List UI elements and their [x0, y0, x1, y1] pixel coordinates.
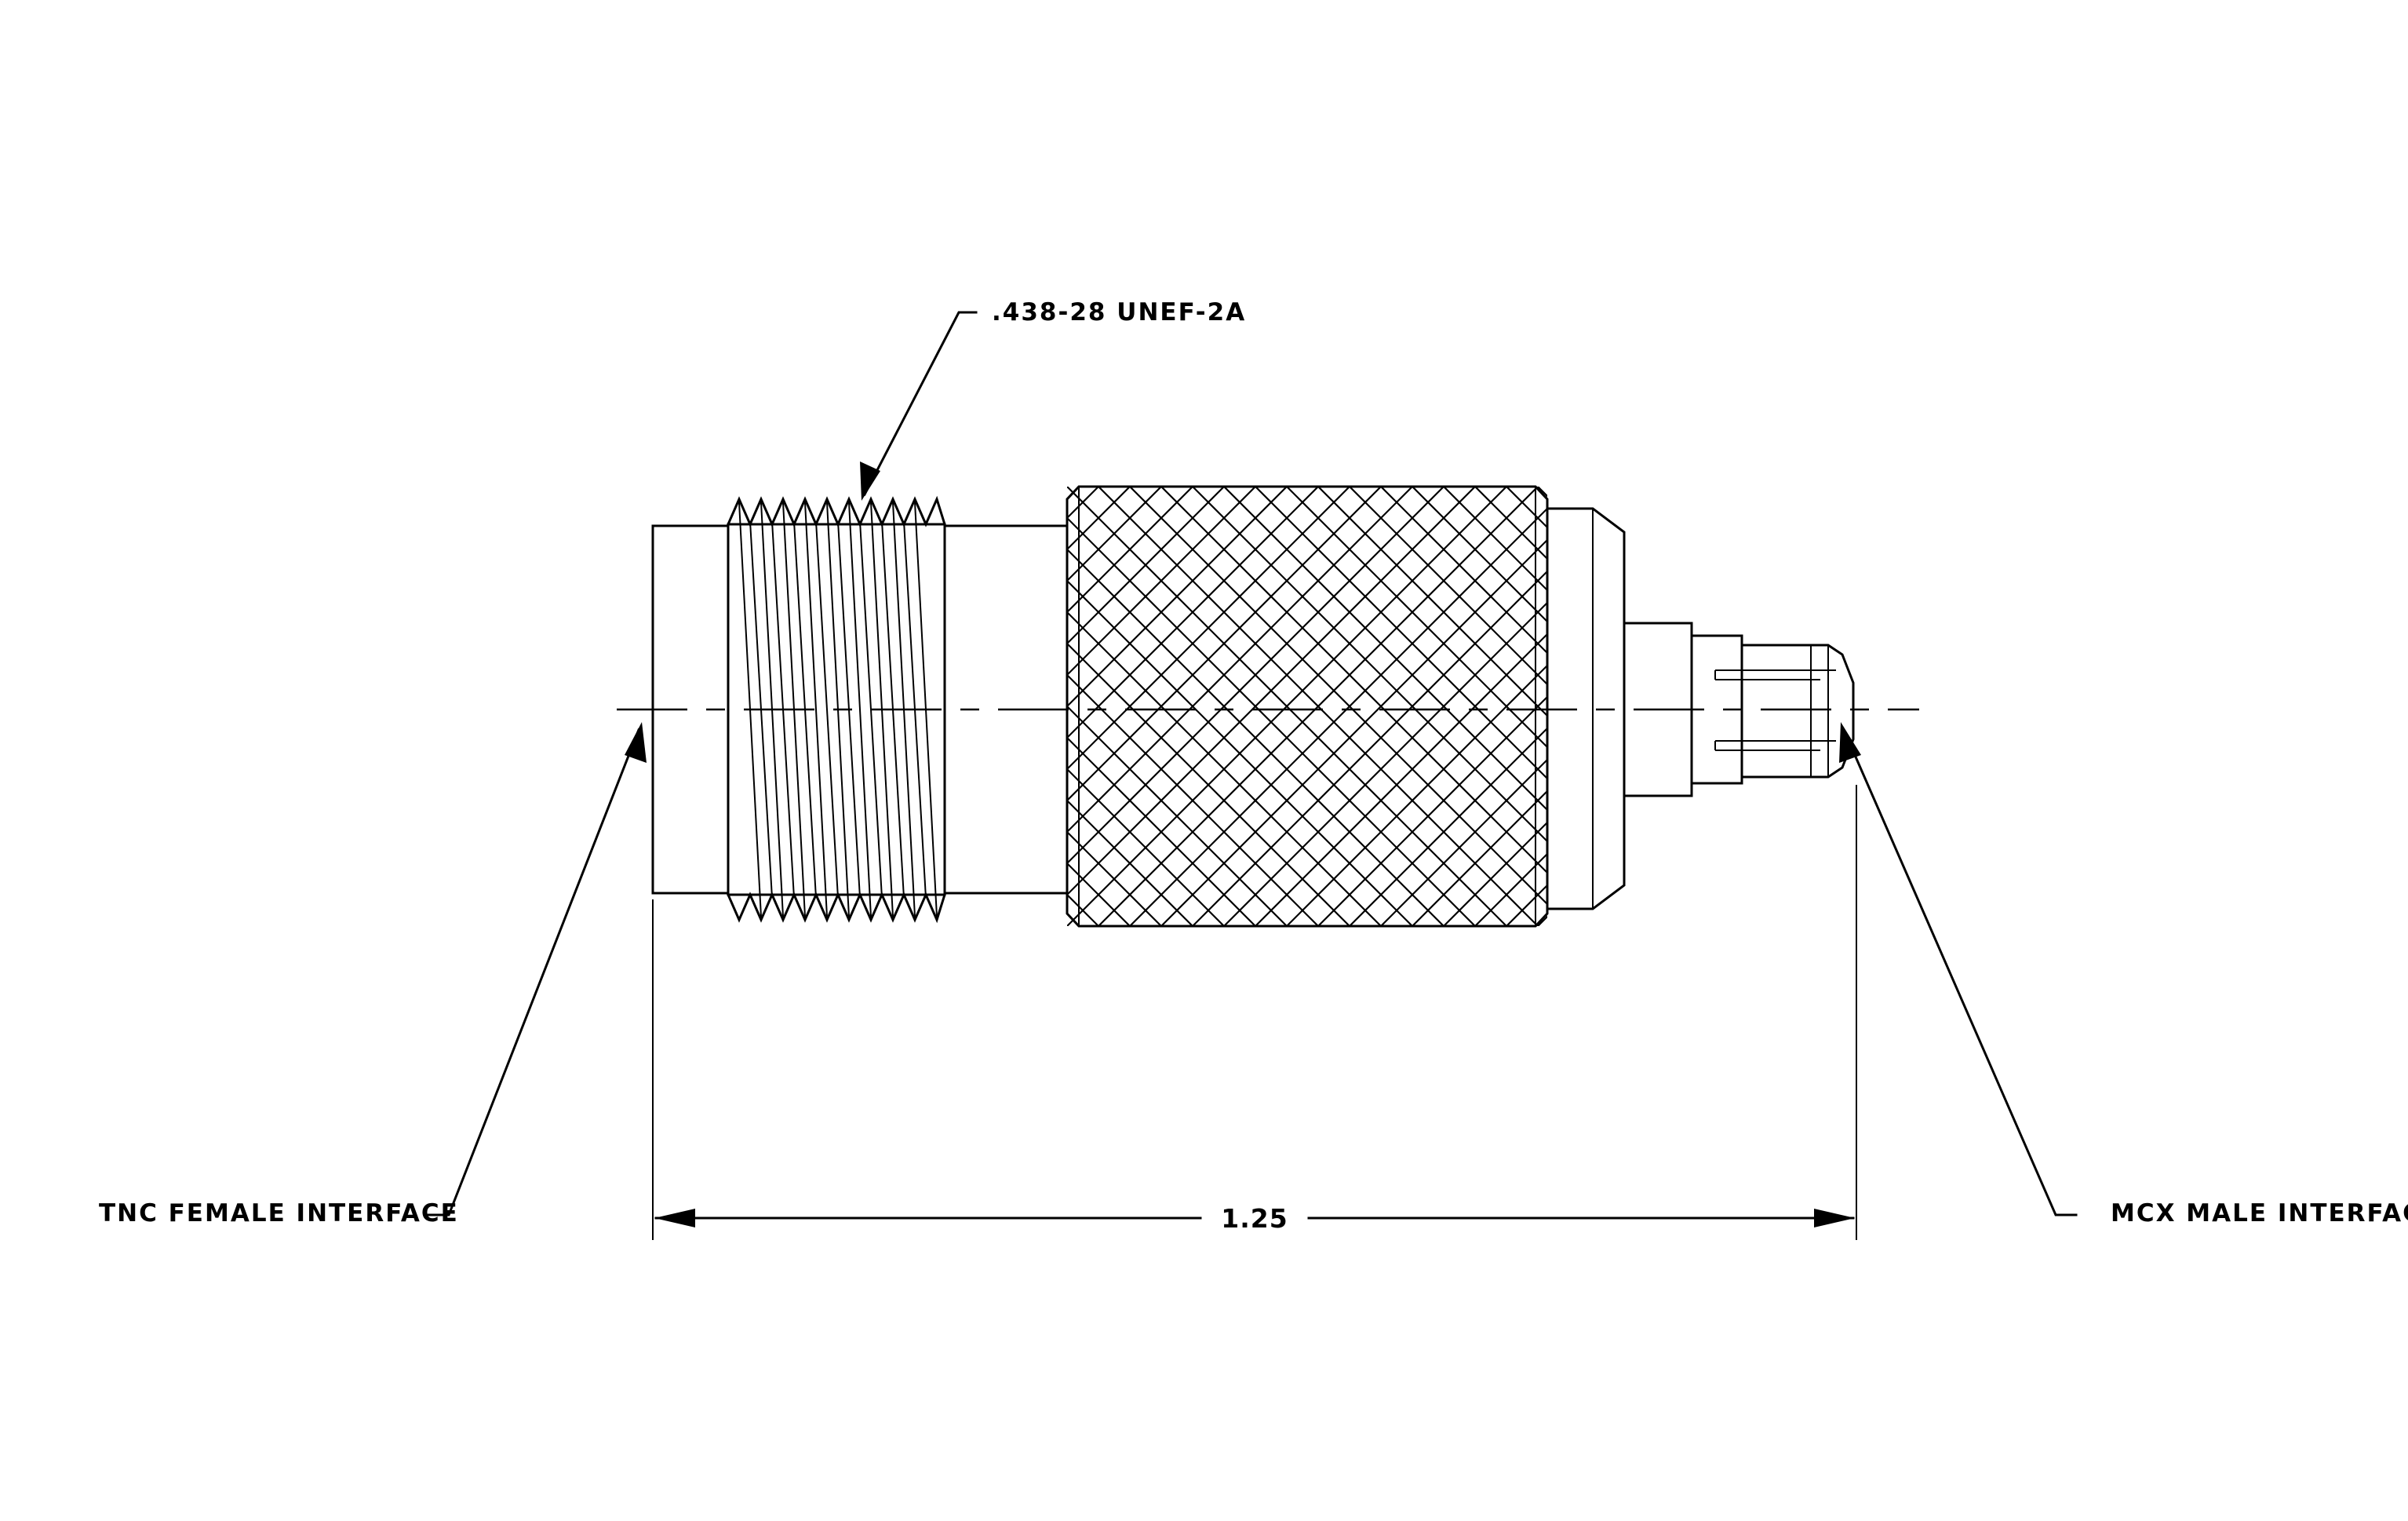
knurl-pattern — [1067, 487, 1547, 926]
right-interface-label: MCX MALE INTERFACE — [2111, 1199, 2408, 1227]
mcx-male-body — [1623, 622, 1855, 797]
knurled-body — [1066, 485, 1549, 928]
overall-length-dimension — [652, 785, 1857, 1240]
right-interface-leader — [1839, 722, 2078, 1216]
thread-callout-label: .438-28 UNEF-2A — [992, 298, 1246, 326]
left-interface-label: TNC FEMALE INTERFACE — [99, 1199, 459, 1227]
thread-leader — [860, 311, 978, 501]
left-interface-leader — [427, 722, 647, 1216]
overall-length-value: 1.25 — [1221, 1203, 1288, 1234]
